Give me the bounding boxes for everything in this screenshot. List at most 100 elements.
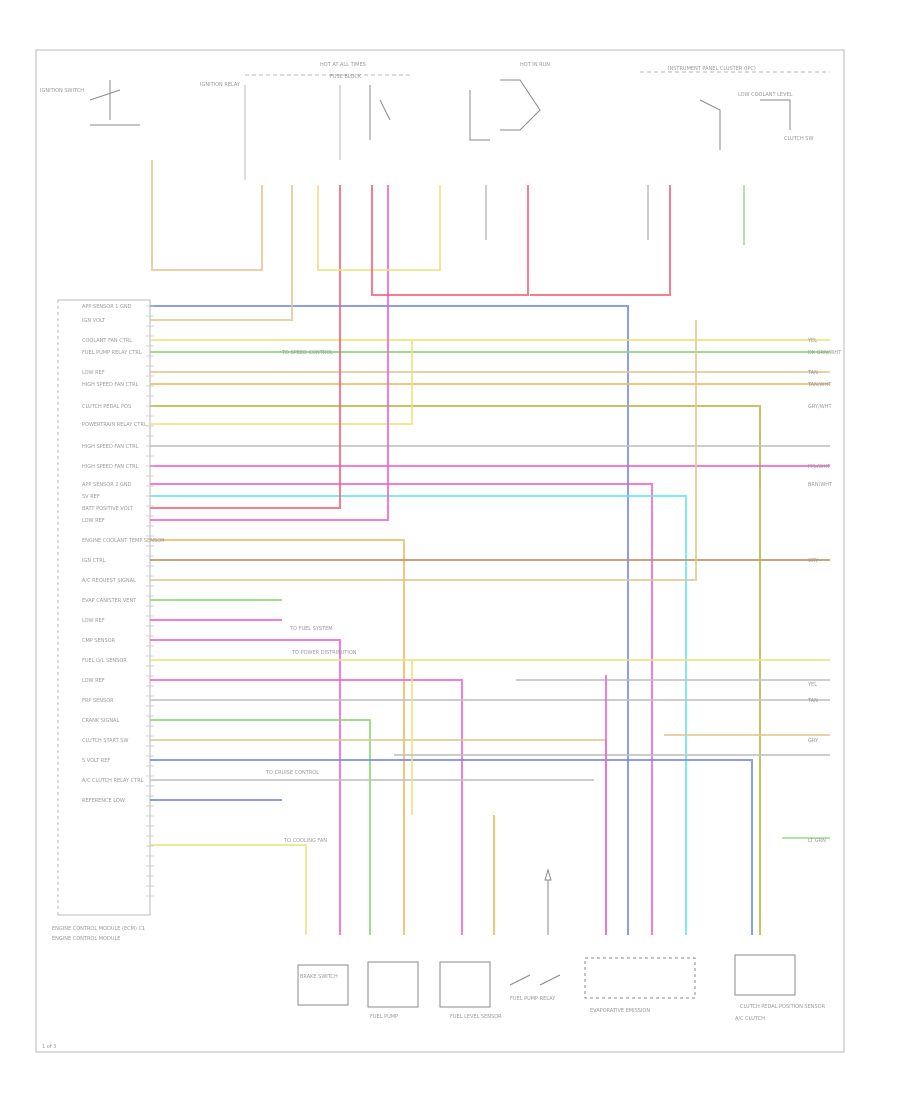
wire-tan bbox=[150, 185, 293, 321]
wire-red bbox=[530, 185, 671, 296]
wire-yellow bbox=[150, 340, 413, 425]
relay-symbol-b bbox=[469, 79, 541, 141]
pin-label: CLUTCH START SW bbox=[82, 738, 128, 744]
wire-cyan bbox=[150, 495, 687, 935]
ecm-block-outline bbox=[58, 299, 151, 916]
bottom-component-label: EVAPORATIVE EMISSION bbox=[590, 1008, 650, 1014]
bottom-components bbox=[297, 868, 796, 1008]
top-component-label: CLUTCH SW bbox=[784, 136, 813, 142]
pin-label: IGN CTRL bbox=[82, 558, 106, 564]
right-wire-label: GRY bbox=[808, 738, 819, 744]
pin-label: EVAP CANISTER VENT bbox=[82, 598, 137, 604]
relay-symbol-a bbox=[369, 85, 391, 140]
pin-label: REFERENCE LOW bbox=[82, 798, 125, 804]
pin-label: IGN VOLT bbox=[82, 318, 106, 324]
bottom-component-label: CLUTCH PEDAL POSITION SENSOR bbox=[740, 1004, 826, 1010]
wire-red bbox=[150, 185, 341, 509]
page-counter: 1 of 3 bbox=[42, 1044, 56, 1050]
pin-label: BATT POSITIVE VOLT bbox=[82, 506, 134, 512]
top-component-label: IGNITION RELAY bbox=[200, 82, 241, 88]
top-component-label: LOW COOLANT LEVEL bbox=[738, 92, 793, 98]
pin-label: FRP SENSOR bbox=[82, 698, 114, 704]
pin-label: LOW REF bbox=[82, 618, 105, 624]
cross-reference-note: TO SPEED CONTROL bbox=[281, 350, 333, 356]
wire-green bbox=[150, 719, 371, 935]
wire-tan bbox=[151, 160, 263, 271]
ecm-block-title: ENGINE CONTROL MODULE (ECM) C1 bbox=[52, 926, 145, 932]
wire-blue bbox=[150, 305, 629, 935]
right-wire-label: TAN bbox=[807, 370, 818, 376]
pin-label: POWERTRAIN RELAY CTRL bbox=[82, 422, 147, 428]
pin-label: HIGH SPEED FAN CTRL bbox=[82, 464, 139, 470]
bottom-component-label: FUEL LEVEL SENSOR bbox=[450, 1014, 502, 1020]
wire-tan bbox=[150, 320, 697, 581]
pin-label: FUEL PUMP RELAY CTRL bbox=[82, 350, 142, 356]
cross-reference-note: TO COOLING FAN bbox=[283, 838, 327, 844]
right-wire-label: TAN/WHT bbox=[807, 382, 832, 388]
right-label-layer: YEL DK GRN/WHT TAN TAN/WHT GRY/WHT PPL/WHT BRN… bbox=[807, 338, 842, 844]
right-wire-label: DK GRN/WHT bbox=[808, 350, 842, 356]
right-wire-label: TAN bbox=[807, 698, 818, 704]
wire-layer bbox=[146, 160, 830, 935]
pin-label: 5 VOLT REF bbox=[82, 758, 110, 764]
wire-yellow bbox=[317, 185, 441, 271]
evap-box bbox=[584, 957, 696, 999]
ignition-switch-symbol bbox=[89, 80, 140, 126]
pin-label: CMP SENSOR bbox=[82, 638, 116, 644]
wire-pink bbox=[150, 185, 389, 521]
pin-label: CLUTCH PEDAL POS bbox=[82, 404, 131, 410]
wire-pink bbox=[150, 639, 341, 935]
clutch-pos-box bbox=[734, 954, 796, 996]
bottom-component-label: ENGINE CONTROL MODULE bbox=[52, 936, 120, 942]
pin-label: LOW REF bbox=[82, 518, 105, 524]
pin-label: A/C REQUEST SIGNAL bbox=[82, 578, 136, 584]
pin-label: HIGH SPEED FAN CTRL bbox=[82, 382, 139, 388]
wire-olive bbox=[150, 405, 761, 935]
wire-red bbox=[371, 185, 529, 296]
pin-label: APP SENSOR 2 GND bbox=[82, 482, 132, 488]
wire-yellow bbox=[150, 844, 307, 935]
bottom-component-label: FUEL PUMP bbox=[370, 1014, 398, 1020]
ground-symbol bbox=[544, 868, 552, 935]
right-wire-label: GRY bbox=[808, 558, 819, 564]
right-wire-label: PPL/WHT bbox=[808, 464, 831, 470]
top-components bbox=[89, 71, 830, 180]
wire-orange bbox=[150, 539, 405, 935]
fuel-pump-box bbox=[367, 961, 419, 1008]
bottom-label-layer: ENGINE CONTROL MODULE FUEL PUMP FUEL LEVEL… bbox=[52, 936, 826, 1022]
wire-tan bbox=[150, 739, 607, 935]
right-wire-label: YEL bbox=[807, 682, 817, 688]
top-component-label: INSTRUMENT PANEL CLUSTER (IPC) bbox=[668, 66, 756, 72]
right-wire-label: LT GRN bbox=[808, 838, 826, 844]
pin-label: LOW REF bbox=[82, 370, 105, 376]
right-wire-label: GRY/WHT bbox=[808, 404, 832, 410]
wire-pink bbox=[150, 483, 653, 935]
wire-pink bbox=[150, 679, 463, 935]
pin-label: CRANK SIGNAL bbox=[82, 718, 119, 724]
sensor-box-1 bbox=[297, 964, 349, 1006]
wire-blue bbox=[150, 759, 753, 935]
pin-label: FUEL LVL SENSOR bbox=[82, 658, 127, 664]
cross-reference-note: TO CRUISE CONTROL bbox=[265, 770, 319, 776]
right-wire-label: YEL bbox=[807, 338, 817, 344]
top-component-label: HOT IN RUN bbox=[520, 62, 550, 68]
fuel-level-box bbox=[439, 961, 491, 1008]
top-component-label: HOT AT ALL TIMES bbox=[320, 62, 366, 68]
ipc-internal bbox=[699, 99, 791, 150]
switch-symbol bbox=[509, 974, 561, 986]
top-component-label: FUSE BLOCK bbox=[330, 74, 362, 80]
right-wire-label: BRN/WHT bbox=[808, 482, 833, 488]
pin-label: A/C CLUTCH RELAY CTRL bbox=[82, 778, 144, 784]
fuse-block-sides bbox=[244, 85, 341, 180]
cross-reference-note: TO POWER DISTRIBUTION bbox=[291, 650, 357, 656]
pin-label: LOW REF bbox=[82, 678, 105, 684]
diagram-frame bbox=[35, 49, 845, 1053]
bottom-component-label: FUEL PUMP RELAY bbox=[510, 996, 556, 1002]
bottom-component-label: A/C CLUTCH bbox=[735, 1016, 765, 1022]
pin-label: ENGINE COOLANT TEMP SENSOR bbox=[82, 538, 165, 544]
pin-label: 5V REF bbox=[82, 494, 100, 500]
